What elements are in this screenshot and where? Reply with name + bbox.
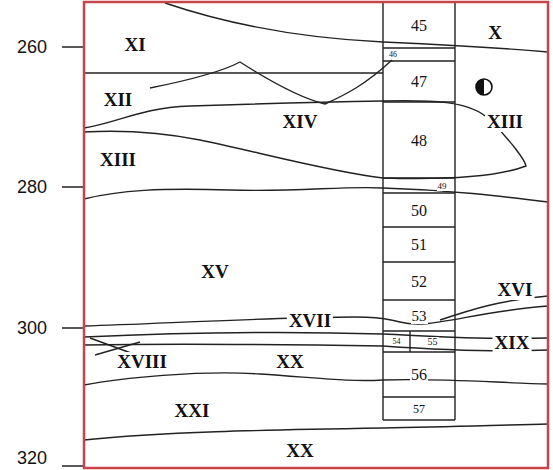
sample-column — [383, 2, 455, 420]
layer-label: XVI — [496, 280, 535, 300]
sample-number: 57 — [412, 403, 426, 415]
layer-label: XIX — [493, 333, 532, 353]
layer-label: XV — [199, 262, 230, 282]
sample-number: 56 — [410, 367, 428, 383]
layer-label: XIII — [98, 150, 138, 170]
sample-number: 51 — [410, 237, 428, 253]
sample-cell: 55 — [411, 332, 454, 352]
sample-cell: 46 — [384, 49, 402, 60]
layer-boundaries — [84, 3, 548, 440]
depth-tick-label: 300 — [15, 319, 49, 338]
layer-label: XIII — [485, 112, 525, 132]
frame — [84, 2, 548, 468]
sample-cell: 47 — [384, 62, 454, 102]
layer-label: XII — [102, 90, 135, 110]
layer-label: XVII — [287, 311, 333, 331]
sample-cell: 50 — [384, 194, 454, 227]
layer-label: XX — [274, 352, 305, 372]
sample-cell: 51 — [384, 228, 454, 262]
sample-cell: 54 — [384, 332, 409, 352]
sample-number: 55 — [427, 337, 439, 347]
sample-number: 54 — [392, 338, 402, 346]
depth-tick-label: 260 — [15, 38, 49, 57]
sample-cell: 48 — [384, 103, 454, 178]
layer-label: XX — [284, 441, 315, 461]
sample-cell: 57 — [384, 398, 454, 420]
layer-label: XIV — [281, 112, 320, 132]
sample-cell: 56 — [384, 353, 454, 397]
layer-label: XI — [122, 35, 147, 55]
sample-number: 45 — [410, 18, 428, 34]
sample-number: 50 — [410, 203, 428, 219]
layer-label: XXI — [173, 401, 212, 421]
layer-label: X — [486, 23, 504, 43]
depth-ticks — [62, 47, 84, 466]
depth-tick-label: 280 — [15, 178, 49, 197]
sample-number: 53 — [411, 309, 428, 324]
sample-number: 47 — [410, 74, 428, 90]
sample-number: 46 — [388, 51, 398, 59]
sample-number: 49 — [437, 182, 448, 191]
sample-number: 52 — [410, 274, 428, 290]
sample-cell: 52 — [384, 263, 454, 300]
half-circle-symbol — [476, 79, 492, 95]
sample-cell: 45 — [384, 3, 454, 48]
layer-label: XVIII — [115, 352, 169, 372]
sample-cell: 53 — [384, 301, 454, 331]
sample-cell: 49 — [430, 179, 454, 193]
depth-tick-label: 320 — [15, 449, 49, 468]
sample-number: 48 — [410, 133, 428, 149]
